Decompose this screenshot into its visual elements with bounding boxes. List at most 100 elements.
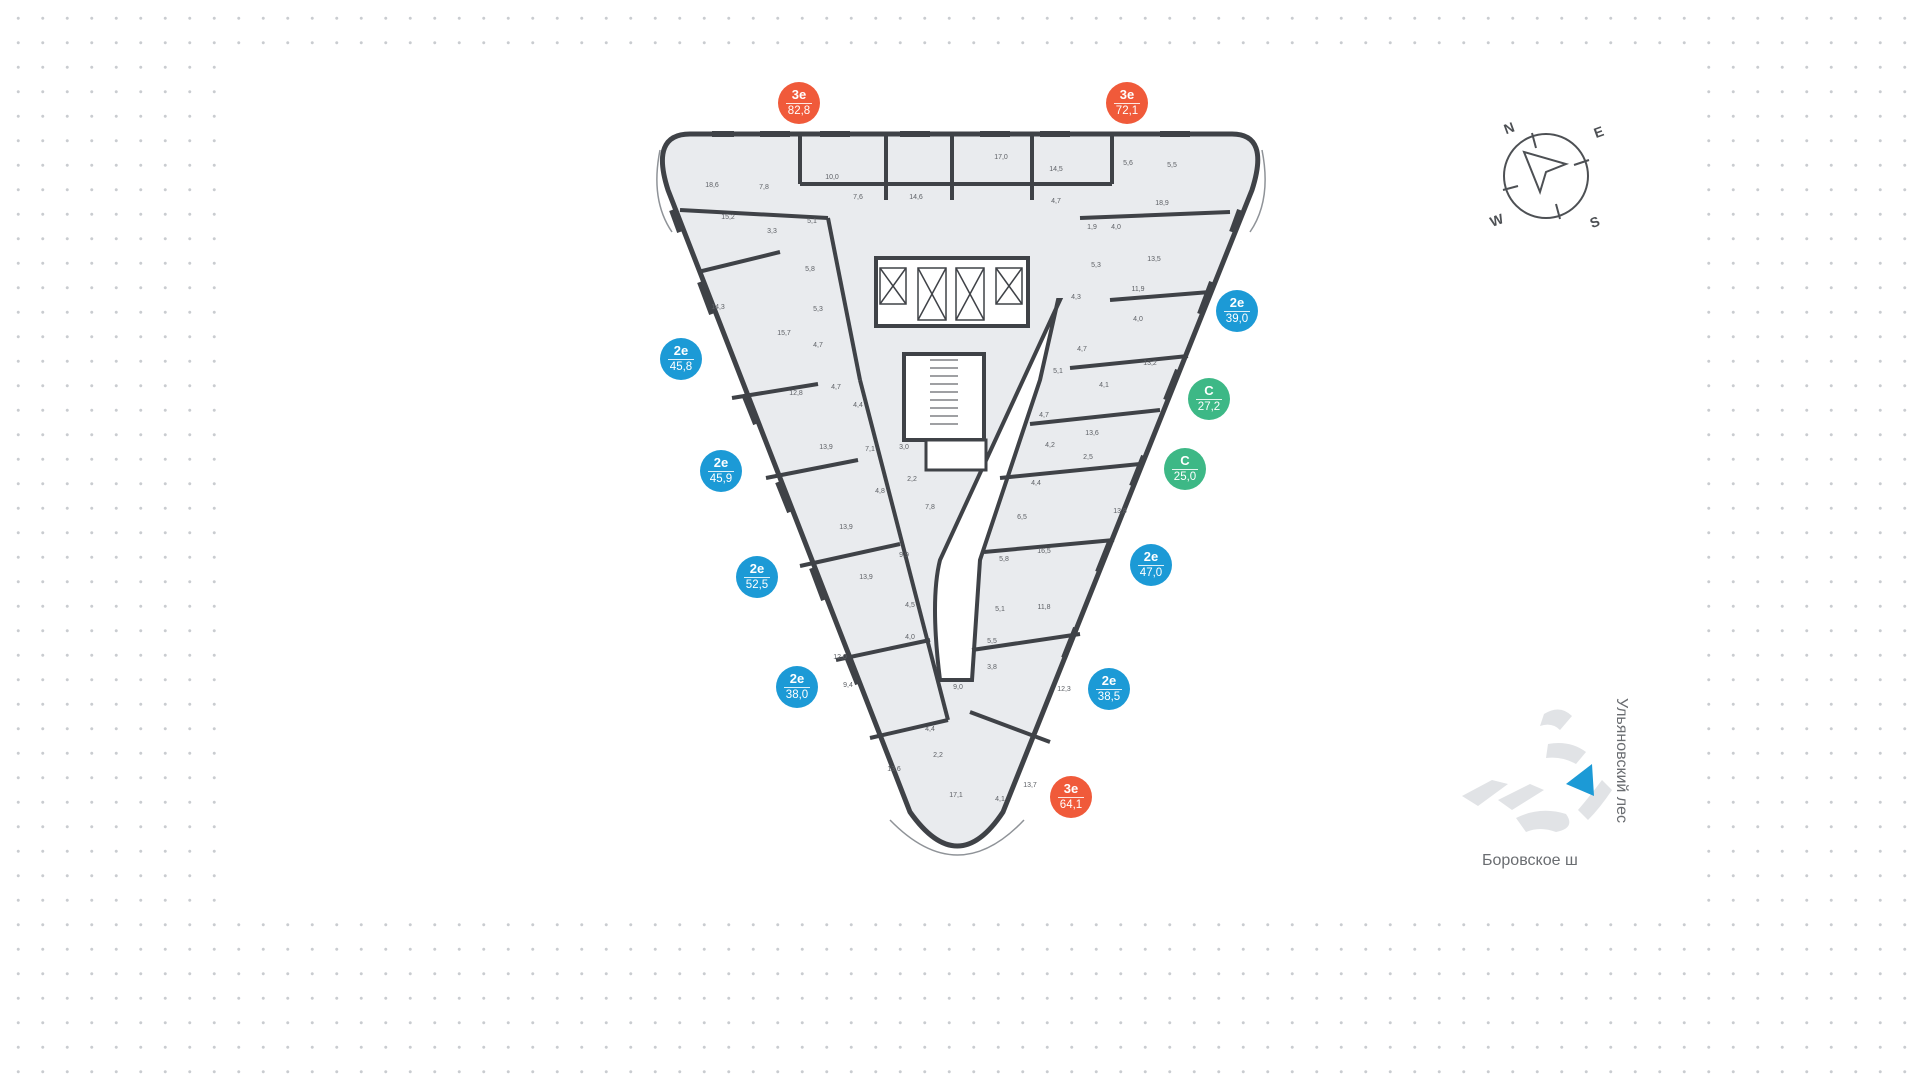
room-area: 1,9 [1087,224,1097,231]
room-area: 7,8 [759,184,769,191]
apartment-type: С [1204,383,1214,398]
location-map [1462,709,1612,832]
apartment-type: 2е [789,671,805,686]
badge-divider [784,687,810,688]
room-area: 4,7 [1051,198,1061,205]
room-area: 14,3 [711,304,725,311]
room-area: 4,3 [1071,294,1081,301]
room-area: 13,7 [1023,782,1037,789]
apartment-badge-9[interactable]: 2е 52,5 [736,556,778,598]
apartment-badge-5[interactable]: С 27,2 [1188,378,1230,420]
room-area: 13,5 [1147,256,1161,263]
badge-divider [744,577,770,578]
room-area: 4,4 [853,402,863,409]
room-area: 5,3 [1091,262,1101,269]
room-area: 13,9 [819,444,833,451]
room-area: 4,0 [905,634,915,641]
badge-divider [708,471,734,472]
top-wing-walls [798,134,1114,200]
apartment-type: 2е [673,343,689,358]
apartment-type: 2е [1229,295,1245,310]
room-area: 4,0 [1111,224,1121,231]
room-area: 16,5 [1037,548,1051,555]
apartment-badge-8[interactable]: 2е 47,0 [1130,544,1172,586]
apartment-area: 47,0 [1139,567,1163,579]
badge-divider [1224,311,1250,312]
apartment-area: 39,0 [1225,313,1249,325]
room-area: 3,0 [899,444,909,451]
badge-divider [1096,689,1122,690]
apartment-type: 3е [1063,781,1079,796]
location-marker [1566,764,1594,796]
room-area: 5,5 [1167,162,1177,169]
room-area: 2,2 [933,752,943,759]
room-area: 12,0 [833,654,847,661]
apartment-area: 52,5 [745,579,769,591]
apartment-type: 2е [1143,549,1159,564]
building-outline [659,131,1261,849]
room-area: 4,7 [1077,346,1087,353]
room-area: 13,9 [859,574,873,581]
room-area: 9,4 [843,682,853,689]
right-wing-walls [969,210,1231,744]
room-area: 4,7 [1039,412,1049,419]
balcony-rim-left [656,149,673,233]
room-area: 4,2 [1045,442,1055,449]
apartment-area: 64,1 [1059,799,1083,811]
apartment-area: 45,9 [709,473,733,485]
apartment-area: 72,1 [1115,105,1139,117]
badge-divider [1138,565,1164,566]
apartment-badge-4[interactable]: 2е 45,8 [660,338,702,380]
left-wing-walls [679,208,950,740]
apartment-area: 27,2 [1197,401,1221,413]
room-area: 4,0 [1133,316,1143,323]
room-area: 15,2 [721,214,735,221]
apartment-area: 38,0 [785,689,809,701]
room-area: 7,6 [853,194,863,201]
room-area: 9,0 [953,684,963,691]
room-area: 18,6 [705,182,719,189]
stair-core [902,352,986,442]
balcony-rim-bottom [889,819,1025,856]
room-area: 2,2 [907,476,917,483]
room-area: 14,5 [1049,166,1063,173]
room-area: 11,8 [1037,604,1051,611]
forest-label: Ульяновский лес [1613,698,1630,824]
badge-divider [1114,103,1140,104]
apartment-type: 2е [749,561,765,576]
apartment-type: 3е [791,87,807,102]
room-area: 3,8 [987,664,997,671]
room-area: 12,3 [1057,686,1071,693]
room-area: 5,8 [805,266,815,273]
room-area: 14,6 [909,194,923,201]
room-area: 5,6 [1123,160,1133,167]
apartment-area: 45,8 [669,361,693,373]
compass [1502,132,1590,220]
room-area: 12,8 [789,390,803,397]
room-area: 18,9 [1155,200,1169,207]
apartment-badge-12[interactable]: 3е 64,1 [1050,776,1092,818]
room-area: 4,8 [875,488,885,495]
badge-divider [786,103,812,104]
elevator-shafts [879,267,1023,321]
window-marks [669,131,1243,686]
room-area: 4,1 [1099,382,1109,389]
apartment-badge-10[interactable]: 2е 38,0 [776,666,818,708]
room-area: 17,1 [949,792,963,799]
apartment-type: 2е [1101,673,1117,688]
apartment-area: 82,8 [787,105,811,117]
room-area: 4,5 [905,602,915,609]
room-area: 5,1 [807,218,817,225]
room-area: 5,8 [999,556,1009,563]
apartment-badge-1[interactable]: 3е 82,8 [778,82,820,124]
apartment-badge-3[interactable]: 2е 39,0 [1216,290,1258,332]
room-area: 5,1 [1053,368,1063,375]
road-label: Боровское ш [1482,852,1578,869]
room-area: 13,6 [887,766,901,773]
room-area: 10,0 [825,174,839,181]
